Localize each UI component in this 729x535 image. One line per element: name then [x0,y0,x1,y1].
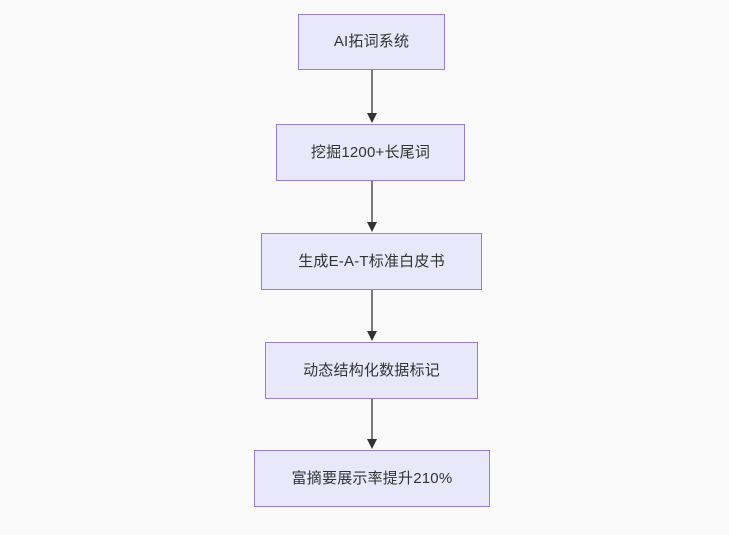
flow-edge-n1-n2 [366,70,378,124]
flow-node-generate-eat-whitepaper[interactable]: 生成E-A-T标准白皮书 [261,233,482,290]
flow-node-rich-snippet-result[interactable]: 富摘要展示率提升210% [254,450,490,507]
flow-node-label: 动态结构化数据标记 [303,361,440,379]
flow-node-dynamic-structured-data[interactable]: 动态结构化数据标记 [265,342,478,399]
flow-node-label: 生成E-A-T标准白皮书 [298,252,445,270]
flow-node-label: AI拓词系统 [333,33,410,50]
flow-edge-n3-n4 [366,290,378,342]
flow-edge-n2-n3 [366,181,378,233]
flow-node-label: 挖掘1200+长尾词 [310,143,431,161]
flow-node-mine-longtail-keywords[interactable]: 挖掘1200+长尾词 [276,124,465,181]
flow-node-label: 富摘要展示率提升210% [291,469,453,487]
flow-edge-n4-n5 [366,399,378,450]
flow-node-ai-keyword-system[interactable]: AI拓词系统 [298,14,445,70]
